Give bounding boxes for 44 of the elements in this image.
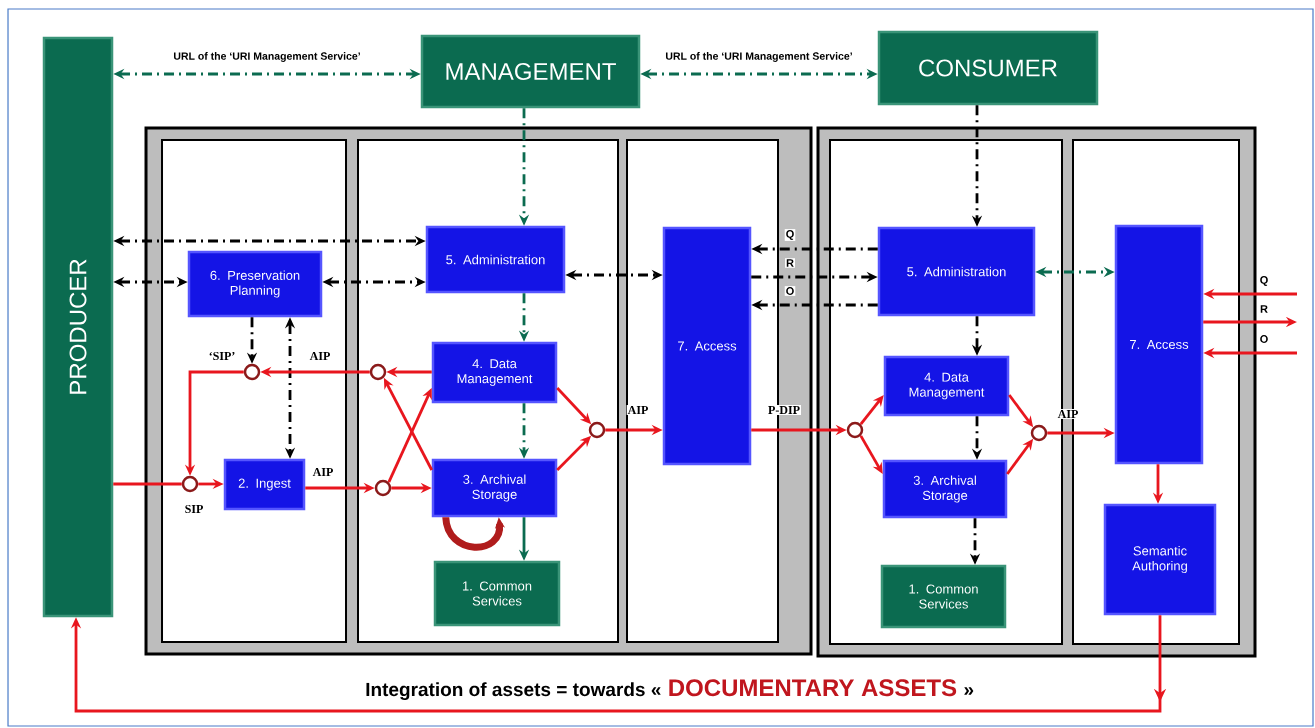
edge-label: P-DIP [767, 405, 801, 415]
process-box: 7. Access [662, 226, 752, 466]
process-box: 5. Administration [425, 225, 566, 294]
process-box: 5. Administration [877, 226, 1036, 317]
edge-label: AIP [311, 467, 335, 477]
edge-label: Q [1258, 275, 1270, 287]
edge-label: R [1259, 304, 1269, 314]
junction-circle [374, 479, 392, 497]
process-box: 7. Access [1114, 224, 1204, 465]
arrow [859, 395, 884, 426]
process-box: Semantic Authoring [1103, 503, 1217, 616]
edge-label: AIP [308, 351, 332, 361]
process-box: 2. Ingest [223, 458, 306, 511]
node-caption: ‘SIP’ [209, 351, 235, 361]
junction-circle [588, 421, 606, 439]
junction-circle [846, 421, 864, 439]
process-box: 1. Common Services [433, 560, 561, 627]
node-caption: SIP [185, 504, 203, 513]
process-box: 3. Archival Storage [882, 459, 1008, 519]
footer-text: DOCUMENTARY ASSETS [669, 679, 957, 697]
process-box: 4. Data Management [431, 341, 558, 404]
edge-label: AIP [1056, 409, 1080, 419]
junction-circle [1030, 424, 1048, 442]
edge-label: O [1258, 334, 1270, 344]
junction-circle [181, 475, 199, 493]
process-box: 4. Data Management [883, 355, 1010, 417]
edge-label: O [784, 286, 796, 296]
process-box: 1. Common Services [880, 564, 1007, 629]
process-box: 3. Archival Storage [431, 458, 558, 518]
edge-label: URL of the ‘URI Management Service’ [172, 51, 362, 63]
connector-line [113, 482, 182, 486]
edge-label: AIP [626, 405, 650, 415]
edge-label: R [785, 258, 795, 268]
entity-box: MANAGEMENT [420, 34, 641, 109]
footer-text: » [964, 687, 974, 695]
process-box: 6. Preservation Planning [187, 250, 323, 318]
junction-circle [369, 363, 387, 381]
arrow [70, 615, 1167, 713]
junction-circle [243, 363, 261, 381]
edge-label: URL of the ‘URI Management Service’ [664, 51, 854, 63]
footer-text: Integration of assets = towards « [366, 682, 661, 701]
entity-box: PRODUCER [42, 36, 114, 618]
entity-box: CONSUMER [877, 30, 1099, 106]
edge-label: Q [784, 229, 796, 241]
